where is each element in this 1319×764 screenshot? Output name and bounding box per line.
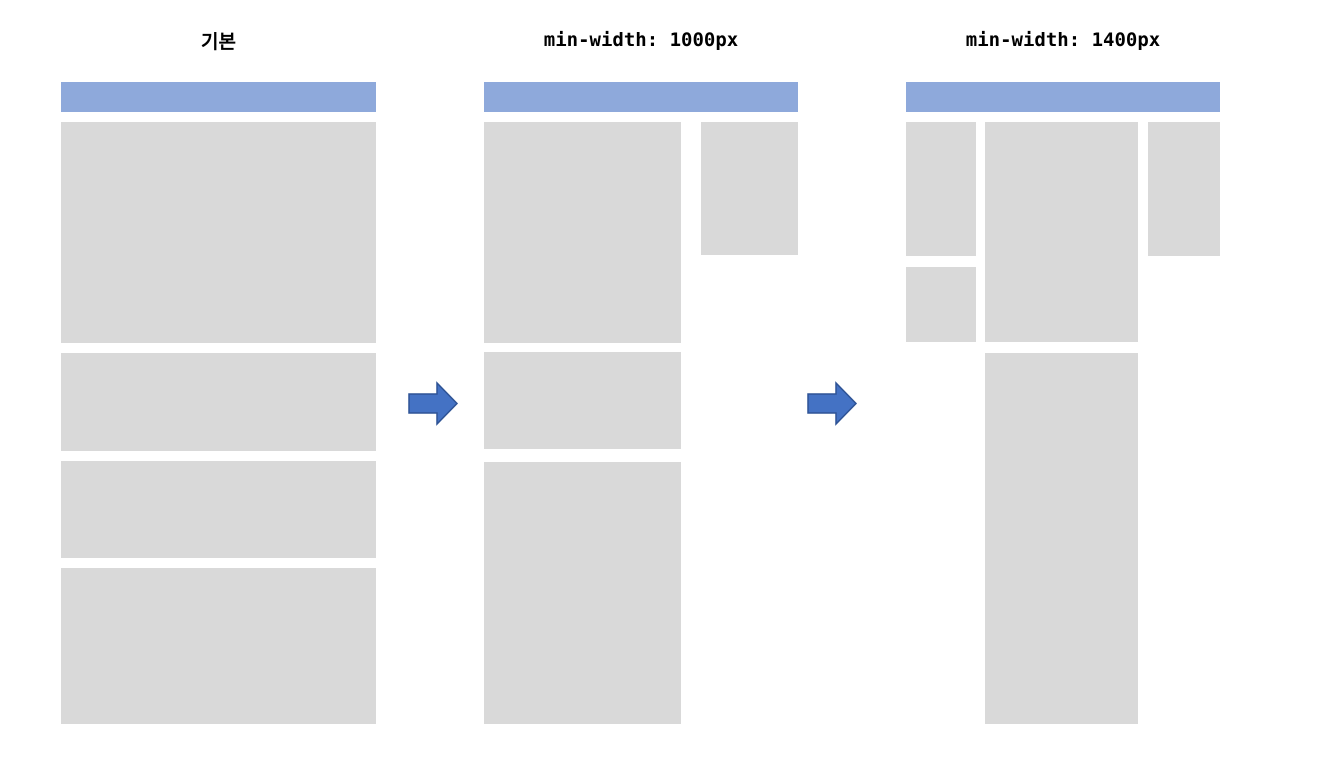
min-1400-right-col-box — [1148, 122, 1220, 256]
panel-min-1400-title: min-width: 1400px — [965, 29, 1161, 51]
min-1000-main-box-3 — [484, 462, 681, 724]
min-1000-main-box-2 — [484, 352, 681, 449]
min-1400-left-col-box-2 — [906, 267, 976, 342]
panel-default-title: 기본 — [201, 31, 236, 53]
min-1400-center-col-box-2 — [985, 353, 1138, 724]
default-content-box-1 — [61, 122, 376, 343]
panel-min-1000-title: min-width: 1000px — [543, 29, 739, 51]
default-content-box-2 — [61, 353, 376, 451]
min-1000-main-box-1 — [484, 122, 681, 343]
min-1400-center-col-box-1 — [985, 122, 1138, 342]
min-1000-sidebar-box — [701, 122, 798, 255]
default-header-bar — [61, 82, 376, 112]
min-1000-header-bar — [484, 82, 798, 112]
default-content-box-4 — [61, 568, 376, 724]
right-arrow-icon — [408, 381, 459, 426]
min-1400-left-col-box-1 — [906, 122, 976, 256]
right-arrow-icon — [807, 381, 858, 426]
default-content-box-3 — [61, 461, 376, 558]
min-1400-header-bar — [906, 82, 1220, 112]
